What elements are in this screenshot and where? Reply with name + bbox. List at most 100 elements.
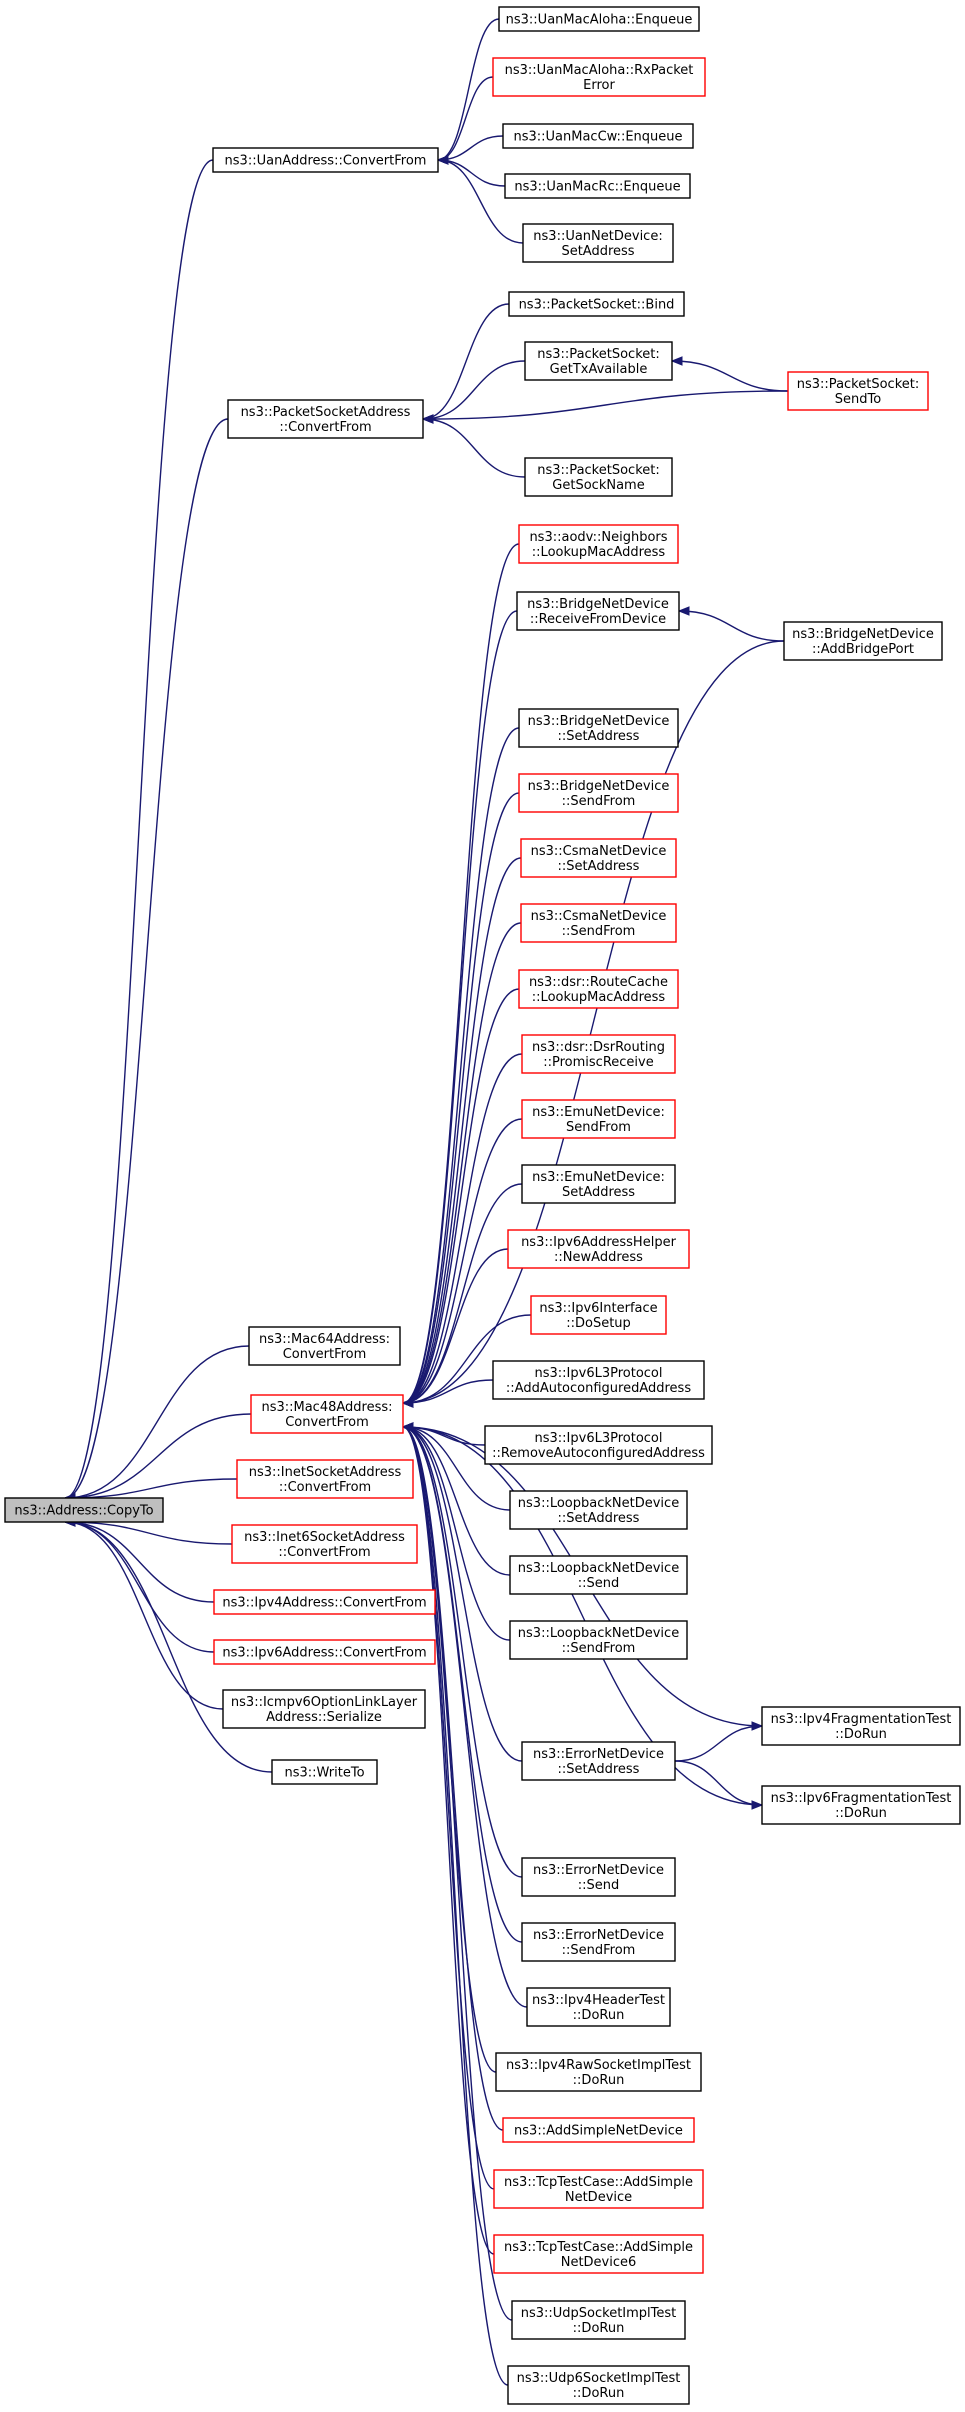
- graph-edge-dsr-cache-to-mac48-cf: [402, 988, 520, 1404]
- node-label: ::Send: [578, 1576, 620, 1591]
- graph-node-ipv6-cf[interactable]: ns3::Ipv6Address::ConvertFrom: [213, 1639, 436, 1665]
- graph-node-csma-setaddr[interactable]: ns3::CsmaNetDevice::SetAddress: [520, 838, 677, 878]
- graph-node-lo-setaddr[interactable]: ns3::LoopbackNetDevice::SetAddress: [509, 1490, 688, 1530]
- node-label: ns3::PacketSocket:: [537, 463, 659, 478]
- graph-node-udp6-sock[interactable]: ns3::Udp6SocketImplTest::DoRun: [507, 2365, 690, 2405]
- graph-node-cw-enq[interactable]: ns3::UanMacCw::Enqueue: [502, 123, 694, 149]
- graph-node-ipv4-cf[interactable]: ns3::Ipv4Address::ConvertFrom: [213, 1589, 436, 1615]
- node-label: ns3::CsmaNetDevice: [531, 844, 667, 859]
- node-box: [492, 1360, 705, 1400]
- graph-node-ipv6frag[interactable]: ns3::Ipv6FragmentationTest::DoRun: [761, 1785, 961, 1825]
- graph-node-csma-sendfrom[interactable]: ns3::CsmaNetDevice::SendFrom: [520, 903, 677, 943]
- graph-node-ipv6iface[interactable]: ns3::Ipv6Interface::DoSetup: [530, 1295, 667, 1335]
- graph-edge-mac64-cf-to-root: [64, 1345, 250, 1499]
- node-box: [271, 1759, 378, 1785]
- node-box: [507, 1229, 690, 1269]
- node-box: [493, 2234, 704, 2274]
- graph-node-aloha-enq[interactable]: ns3::UanMacAloha::Enqueue: [498, 6, 700, 32]
- node-label: ns3::Icmpv6OptionLinkLayer: [231, 1695, 418, 1710]
- node-label: ns3::Mac48Address:: [261, 1400, 392, 1415]
- graph-node-ps-gettx[interactable]: ns3::PacketSocket:GetTxAvailable: [524, 341, 673, 381]
- node-label: ns3::TcpTestCase::AddSimple: [504, 2240, 693, 2255]
- graph-edge-ps-sendto-to-psa-cf: [422, 390, 789, 420]
- node-label: ::SendFrom: [562, 1943, 636, 1958]
- graph-node-inet6-cf[interactable]: ns3::Inet6SocketAddress::ConvertFrom: [231, 1524, 418, 1564]
- graph-node-root[interactable]: ns3::Address::CopyTo: [4, 1497, 164, 1523]
- graph-node-err-send[interactable]: ns3::ErrorNetDevice::Send: [521, 1857, 676, 1897]
- graph-node-emu-sendfrom[interactable]: ns3::EmuNetDevice:SendFrom: [521, 1099, 676, 1139]
- graph-node-ps-sendto[interactable]: ns3::PacketSocket:SendTo: [787, 371, 929, 411]
- node-label: NetDevice: [565, 2190, 632, 2205]
- graph-node-inet-cf[interactable]: ns3::InetSocketAddress::ConvertFrom: [236, 1459, 414, 1499]
- node-label: ::ConvertFrom: [279, 420, 371, 435]
- node-box: [504, 173, 691, 199]
- graph-node-ipv6l3-add[interactable]: ns3::Ipv6L3Protocol::AddAutoconfiguredAd…: [492, 1360, 705, 1400]
- node-label: ns3::ErrorNetDevice: [533, 1863, 664, 1878]
- graph-node-err-sendfrom[interactable]: ns3::ErrorNetDevice::SendFrom: [521, 1922, 676, 1962]
- graph-edge-udp-sock-to-mac48-cf: [402, 1426, 513, 2321]
- graph-node-addsimple[interactable]: ns3::AddSimpleNetDevice: [502, 2117, 695, 2143]
- graph-node-br-setaddr[interactable]: ns3::BridgeNetDevice::SetAddress: [518, 708, 679, 748]
- node-label: ns3::Ipv4FragmentationTest: [771, 1712, 952, 1727]
- node-box: [761, 1706, 961, 1746]
- graph-node-emu-setaddr[interactable]: ns3::EmuNetDevice:SetAddress: [521, 1164, 676, 1204]
- graph-node-br-addport[interactable]: ns3::BridgeNetDevice::AddBridgePort: [783, 621, 943, 661]
- graph-node-aodv[interactable]: ns3::aodv::Neighbors::LookupMacAddress: [518, 524, 679, 564]
- node-label: ns3::Ipv6L3Protocol: [535, 1366, 663, 1381]
- node-box: [516, 591, 680, 631]
- arrowhead: [421, 414, 434, 424]
- arrowhead: [436, 155, 449, 165]
- graph-node-ipv6l3-rem[interactable]: ns3::Ipv6L3Protocol::RemoveAutoconfigure…: [484, 1425, 713, 1465]
- graph-node-dsr-cache[interactable]: ns3::dsr::RouteCache::LookupMacAddress: [518, 969, 679, 1009]
- graph-node-lo-send[interactable]: ns3::LoopbackNetDevice::Send: [509, 1555, 688, 1595]
- graph-node-writeto[interactable]: ns3::WriteTo: [271, 1759, 378, 1785]
- node-box: [502, 123, 694, 149]
- graph-edge-addsimple-to-mac48-cf: [402, 1426, 504, 2131]
- node-label: ::SetAddress: [558, 1762, 640, 1777]
- graph-node-ipv4frag[interactable]: ns3::Ipv4FragmentationTest::DoRun: [761, 1706, 961, 1746]
- graph-node-br-recv[interactable]: ns3::BridgeNetDevice::ReceiveFromDevice: [516, 591, 680, 631]
- graph-node-br-sendfrom[interactable]: ns3::BridgeNetDevice::SendFrom: [518, 773, 679, 813]
- node-box: [484, 1425, 713, 1465]
- graph-edge-br-sendfrom-to-mac48-cf: [402, 792, 520, 1404]
- graph-node-udp-sock[interactable]: ns3::UdpSocketImplTest::DoRun: [511, 2300, 686, 2340]
- graph-node-ipv6helper[interactable]: ns3::Ipv6AddressHelper::NewAddress: [507, 1229, 690, 1269]
- node-box: [213, 1589, 436, 1615]
- node-label: ns3::Ipv6Address::ConvertFrom: [222, 1646, 426, 1661]
- graph-node-lo-sendfrom[interactable]: ns3::LoopbackNetDevice::SendFrom: [509, 1620, 688, 1660]
- node-label: ::SetAddress: [558, 859, 640, 874]
- node-label: ns3::LoopbackNetDevice: [518, 1561, 679, 1576]
- graph-node-ps-bind[interactable]: ns3::PacketSocket::Bind: [508, 291, 685, 317]
- node-label: ns3::Ipv6FragmentationTest: [771, 1791, 952, 1806]
- node-label: ns3::BridgeNetDevice: [527, 597, 669, 612]
- graph-node-ps-getsock[interactable]: ns3::PacketSocket:GetSockName: [524, 457, 673, 497]
- graph-node-psa-cf[interactable]: ns3::PacketSocketAddress::ConvertFrom: [227, 399, 424, 439]
- graph-node-rc-enq[interactable]: ns3::UanMacRc::Enqueue: [504, 173, 691, 199]
- node-label: ConvertFrom: [283, 1347, 367, 1362]
- node-box: [227, 399, 424, 439]
- graph-edge-br-addport-to-mac48-cf: [402, 640, 785, 1404]
- node-label: GetTxAvailable: [550, 362, 648, 377]
- graph-node-ipv4hdr[interactable]: ns3::Ipv4HeaderTest::DoRun: [526, 1987, 671, 2027]
- node-box: [502, 2117, 695, 2143]
- node-box: [509, 1620, 688, 1660]
- graph-node-err-setaddr[interactable]: ns3::ErrorNetDevice::SetAddress: [521, 1741, 676, 1781]
- node-label: ns3::dsr::RouteCache: [529, 975, 668, 990]
- graph-edge-aloha-enq-to-uan-cf: [437, 18, 500, 161]
- graph-node-icmpv6[interactable]: ns3::Icmpv6OptionLinkLayerAddress::Seria…: [222, 1689, 426, 1729]
- graph-edge-br-recv-to-mac48-cf: [402, 610, 518, 1404]
- node-label: ::DoRun: [573, 2073, 625, 2088]
- graph-node-mac48-cf[interactable]: ns3::Mac48Address:ConvertFrom: [250, 1394, 404, 1434]
- graph-node-dsr-promisc[interactable]: ns3::dsr::DsrRouting::PromiscReceive: [521, 1034, 676, 1074]
- graph-node-mac64-cf[interactable]: ns3::Mac64Address:ConvertFrom: [248, 1326, 401, 1366]
- graph-node-tcp-add[interactable]: ns3::TcpTestCase::AddSimpleNetDevice: [493, 2169, 704, 2209]
- node-box: [520, 838, 677, 878]
- graph-node-uan-setaddr[interactable]: ns3::UanNetDevice:SetAddress: [522, 223, 674, 263]
- node-label: ns3::Ipv4Address::ConvertFrom: [222, 1596, 426, 1611]
- graph-node-ipv4raw[interactable]: ns3::Ipv4RawSocketImplTest::DoRun: [495, 2052, 702, 2092]
- graph-node-uan-cf[interactable]: ns3::UanAddress::ConvertFrom: [212, 147, 439, 173]
- node-label: ::SetAddress: [558, 729, 640, 744]
